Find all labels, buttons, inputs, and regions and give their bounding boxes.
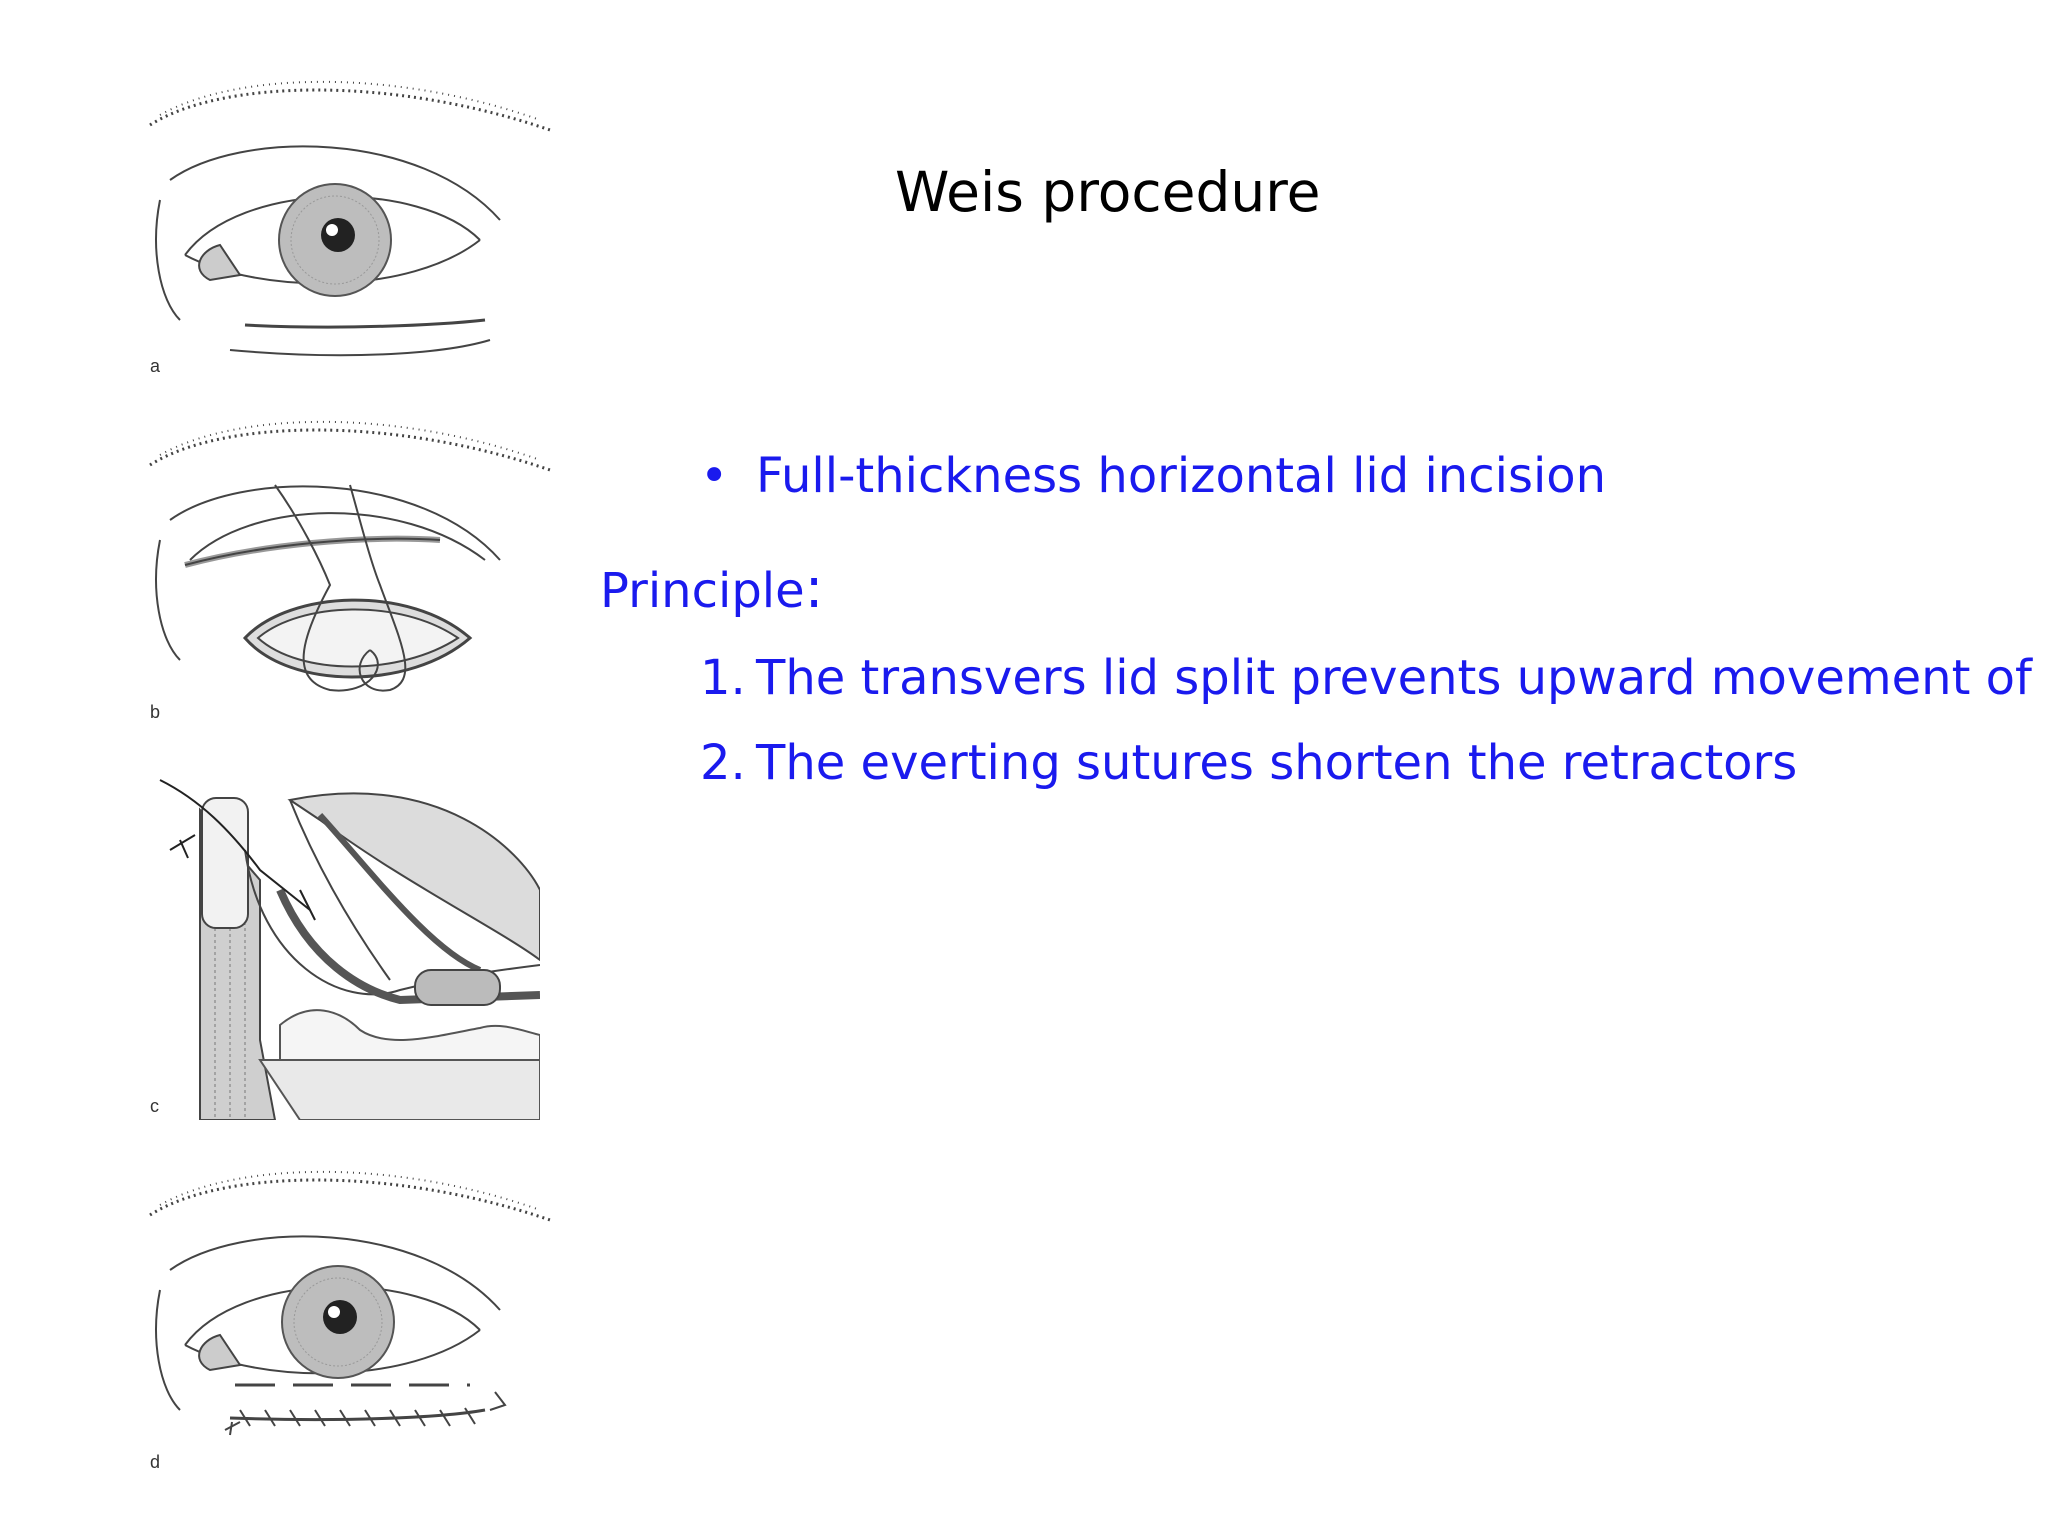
principle-heading: Principle:: [600, 556, 824, 621]
cross-section-drawing-c: [140, 760, 540, 1120]
eye-illustration-d: d: [140, 1160, 560, 1472]
bullet-dot: •: [700, 448, 729, 504]
eye-drawing-d: [149, 1170, 551, 1436]
principle-number: 2.: [700, 735, 746, 791]
principle-text: The transvers lid split prevents upward …: [756, 650, 2048, 706]
principle-item-2: 2.The everting sutures shorten the retra…: [700, 735, 2048, 791]
eyelid-cross-section-c: c: [140, 760, 540, 1120]
eye-illustration-b: b: [140, 410, 560, 722]
slide-title: Weis procedure: [895, 160, 1321, 224]
eye-drawing-b: [149, 420, 551, 692]
principle-item-1: 1.The transvers lid split prevents upwar…: [700, 650, 2048, 706]
eye-illustration-a: a: [140, 70, 560, 376]
panel-label-b: b: [150, 702, 161, 722]
principle-number: 1.: [700, 650, 746, 706]
panel-label-c: c: [150, 1096, 159, 1116]
principle-text: The everting sutures shorten the retract…: [756, 735, 1798, 791]
bullet-text: Full-thickness horizontal lid incision: [756, 448, 1607, 504]
panel-label-d: d: [150, 1452, 161, 1472]
panel-label-a: a: [150, 356, 161, 376]
bullet-item: • Full-thickness horizontal lid incision: [700, 448, 1606, 504]
principle-colon: :: [804, 556, 824, 621]
eye-drawing-a: [149, 80, 551, 357]
principle-label: Principle: [600, 563, 805, 619]
